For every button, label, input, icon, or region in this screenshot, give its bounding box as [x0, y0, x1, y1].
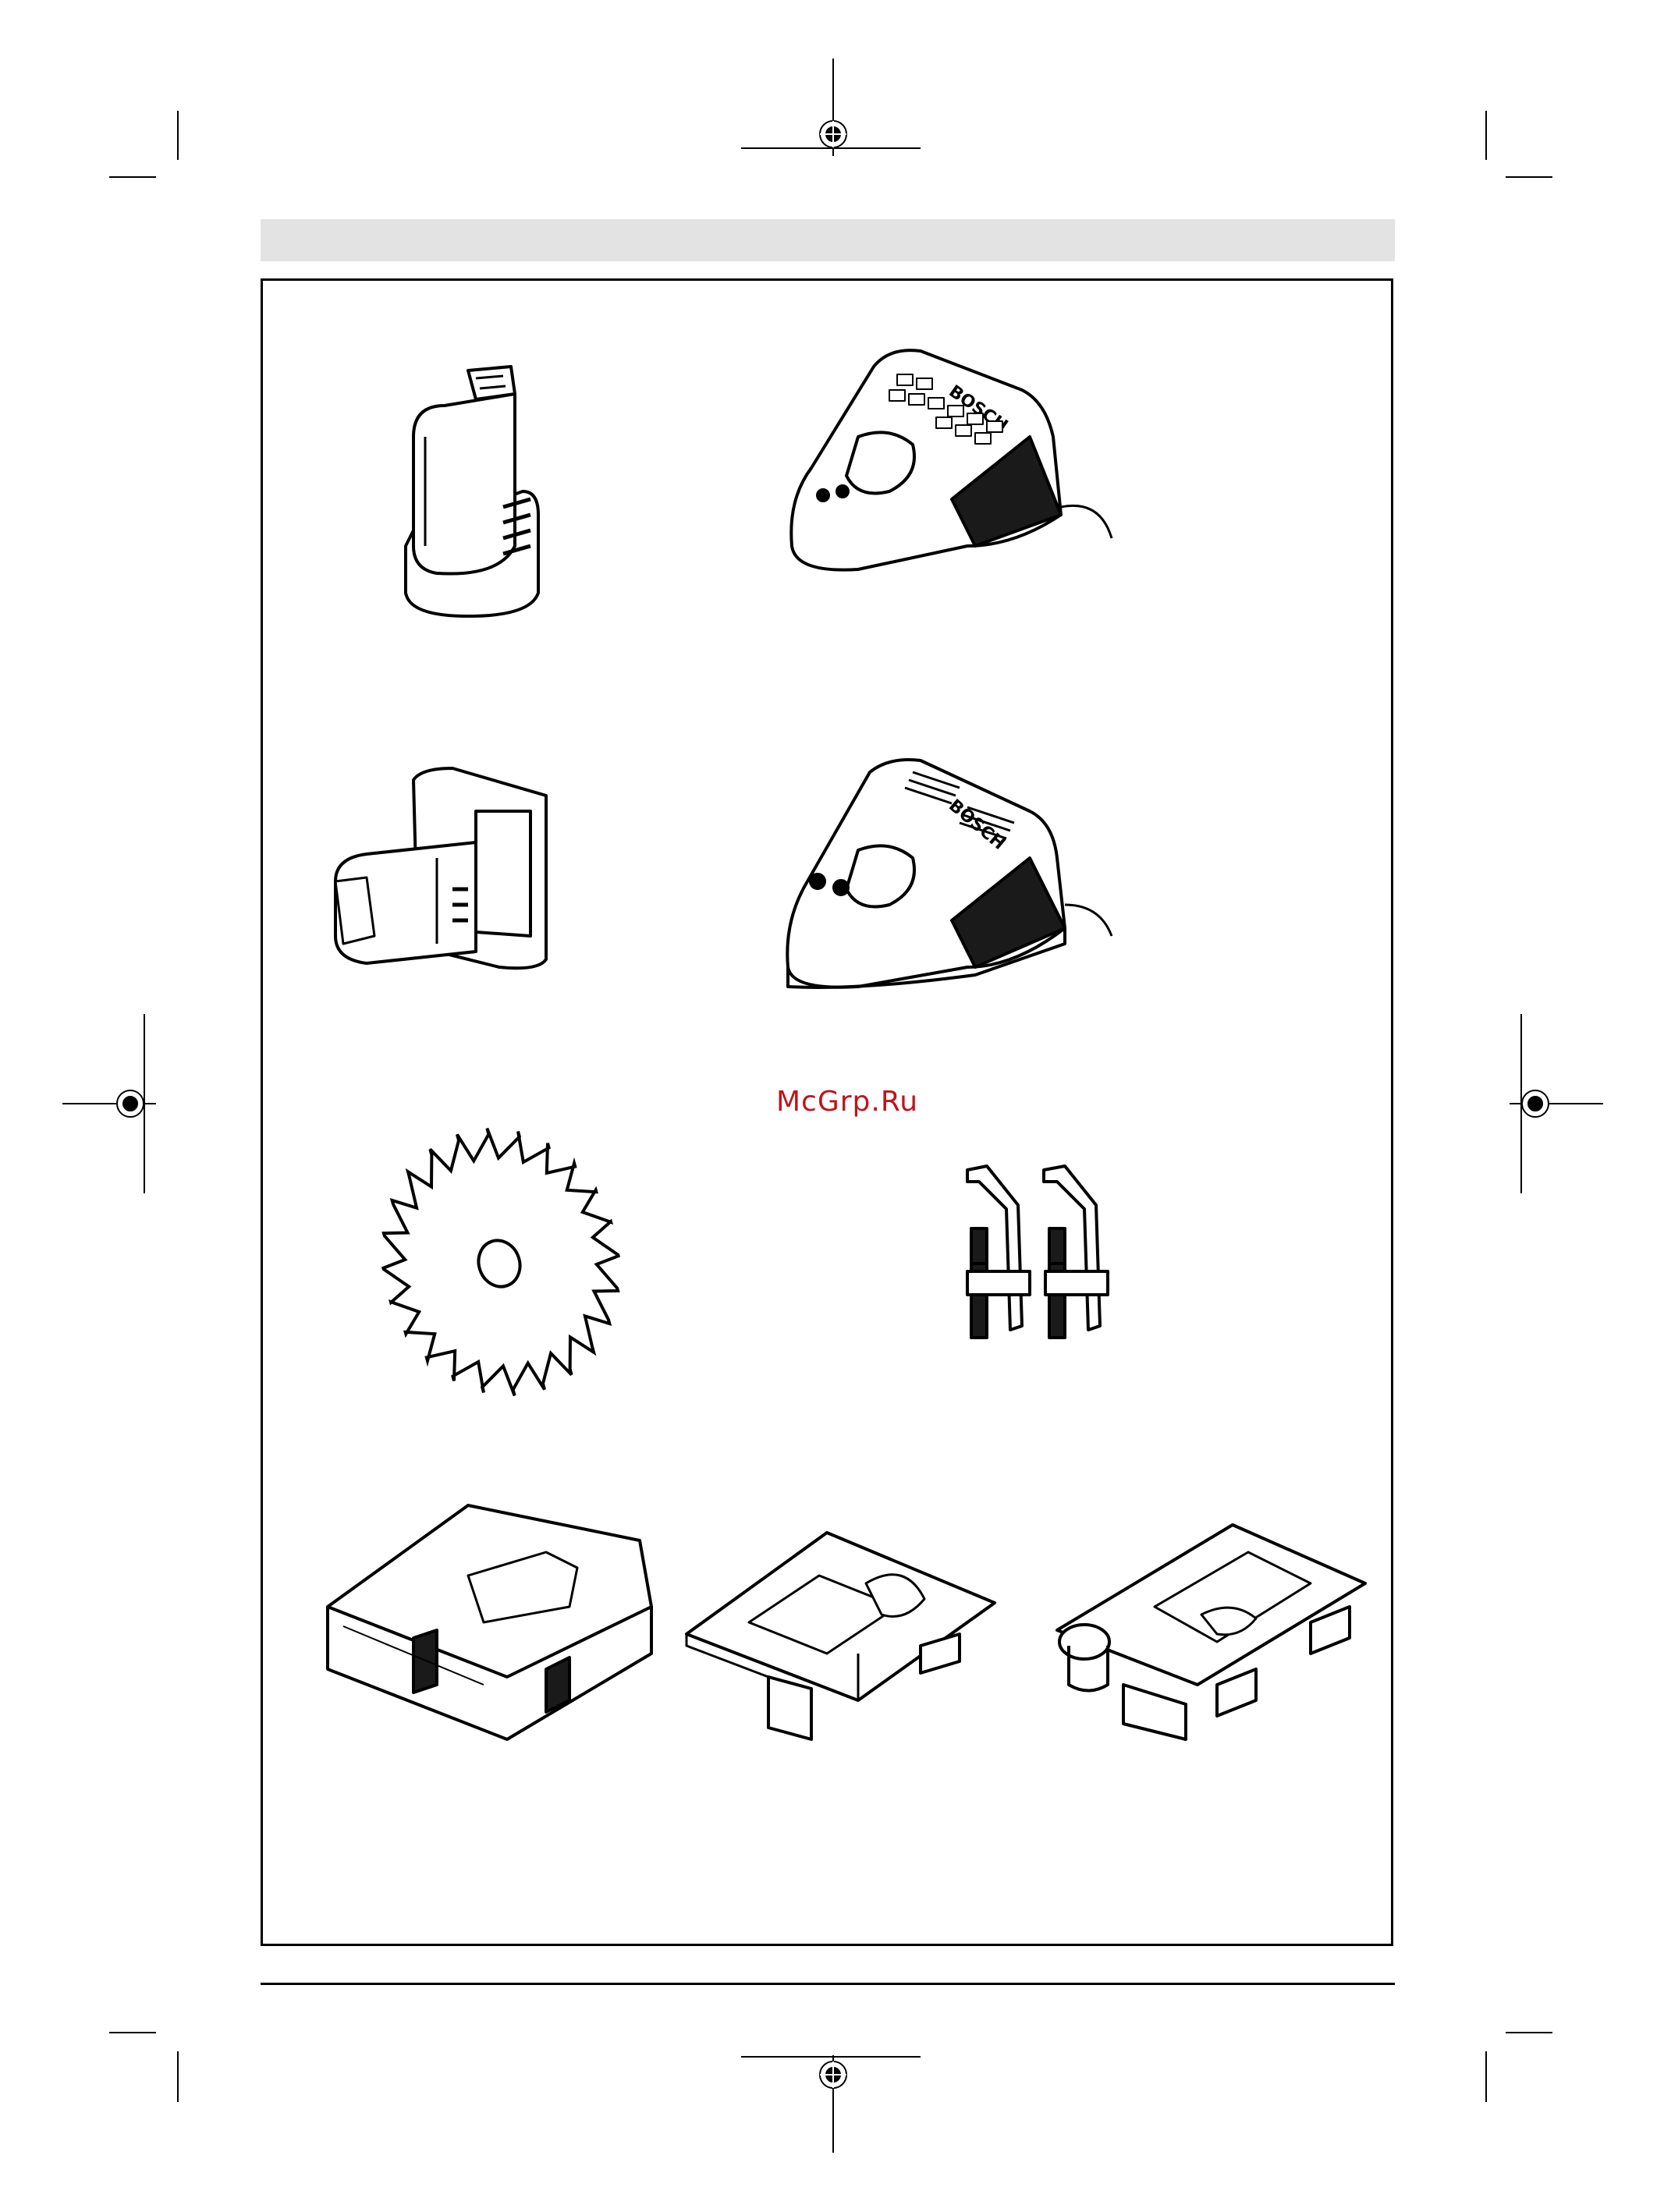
case-insert-b-illustration — [1057, 1525, 1365, 1739]
battery-pack-horizontal-illustration — [335, 768, 546, 968]
charger-type-1-illustration: BOSCH — [791, 350, 1112, 569]
saw-blade-illustration — [353, 1102, 648, 1423]
case-insert-a-illustration — [687, 1533, 995, 1739]
registration-mark-right — [1510, 1014, 1603, 1193]
battery-pack-upright-illustration — [406, 367, 538, 616]
registration-mark-top — [741, 58, 921, 156]
charger-type-2-illustration: BOSCH — [787, 760, 1112, 987]
registration-mark-bottom — [741, 2055, 921, 2153]
carrying-case-illustration — [328, 1505, 651, 1739]
registration-mark-left — [62, 1014, 156, 1193]
screw-clamps-illustration — [967, 1166, 1108, 1338]
crop-marks — [109, 111, 1552, 2102]
